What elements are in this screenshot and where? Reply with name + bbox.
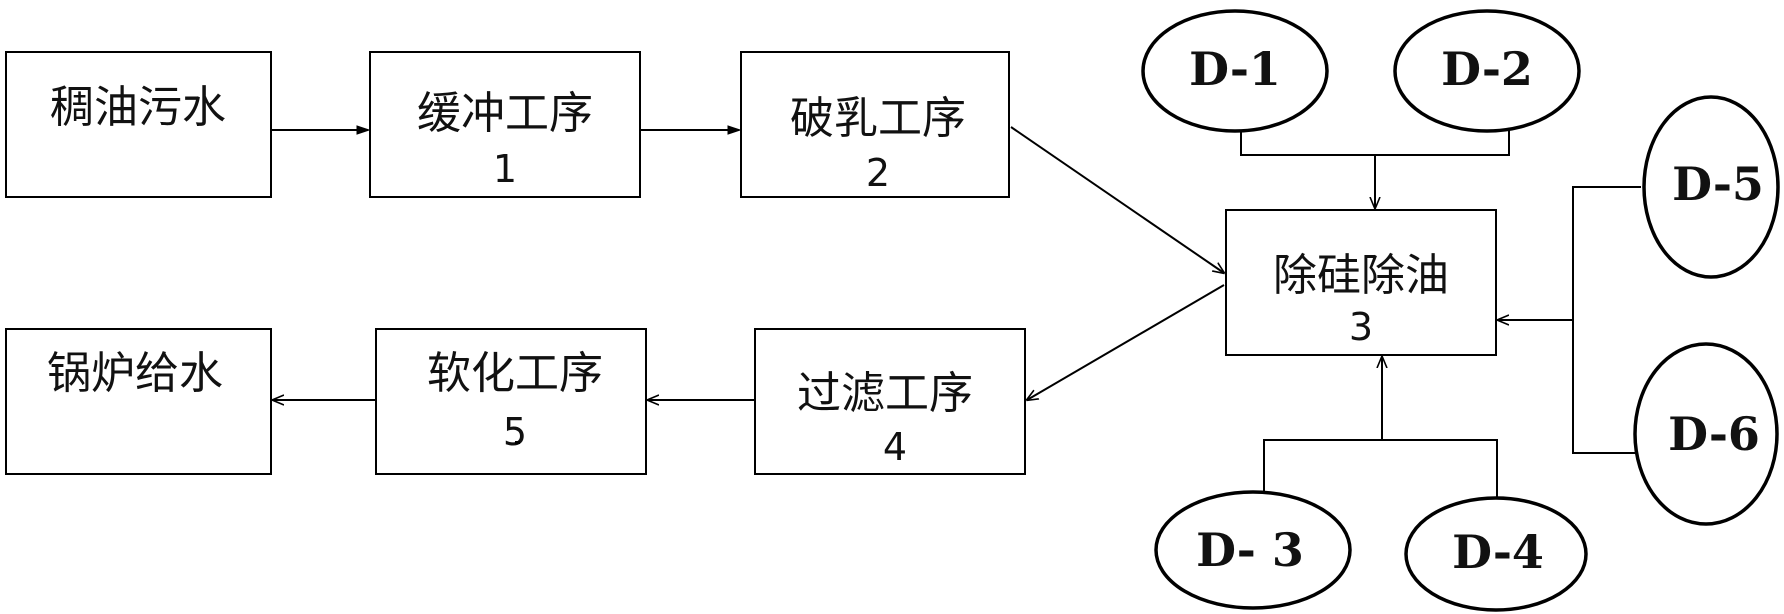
box-buffer: 缓冲工序 1 bbox=[369, 51, 641, 198]
box-desilica-label: 除硅除油 bbox=[1273, 250, 1449, 301]
arrow-demulsify-to-desilica bbox=[1010, 126, 1224, 273]
arrow-desilica-to-filter bbox=[1027, 284, 1225, 400]
bracket-d1-d2 bbox=[1240, 130, 1510, 156]
bracket-d5-d6 bbox=[1572, 186, 1641, 454]
box-source: 稠油污水 bbox=[5, 51, 272, 198]
agent-d4-label: D-4 bbox=[1452, 525, 1544, 579]
box-filter-label: 过滤工序 bbox=[797, 368, 973, 419]
agent-d3-label: D- 3 bbox=[1196, 523, 1304, 577]
agent-d5: D-5 bbox=[1642, 95, 1780, 279]
box-demulsify: 破乳工序 2 bbox=[740, 51, 1010, 198]
agent-d3: D- 3 bbox=[1154, 490, 1352, 610]
box-source-label: 稠油污水 bbox=[50, 82, 226, 133]
agent-d6: D-6 bbox=[1633, 342, 1779, 526]
speck-mark bbox=[515, 441, 520, 444]
box-buffer-number: 1 bbox=[493, 147, 517, 191]
box-soften-label: 软化工序 bbox=[427, 348, 603, 399]
box-output-label: 锅炉给水 bbox=[47, 348, 223, 399]
box-desilica: 除硅除油 3 bbox=[1225, 209, 1497, 356]
box-soften-number: 5 bbox=[503, 410, 527, 454]
bracket-d3-d4 bbox=[1263, 439, 1498, 498]
box-demulsify-number: 2 bbox=[866, 151, 890, 195]
box-output: 锅炉给水 bbox=[5, 328, 272, 475]
agent-d4: D-4 bbox=[1404, 496, 1588, 612]
box-demulsify-label: 破乳工序 bbox=[790, 93, 966, 144]
agent-d1: D-1 bbox=[1141, 9, 1329, 133]
agent-d1-label: D-1 bbox=[1189, 42, 1281, 96]
agent-d6-label: D-6 bbox=[1668, 407, 1760, 461]
box-desilica-number: 3 bbox=[1349, 305, 1373, 349]
box-filter-number: 4 bbox=[883, 425, 907, 469]
box-buffer-label: 缓冲工序 bbox=[417, 88, 593, 139]
agent-d2-label: D-2 bbox=[1441, 42, 1533, 96]
box-filter: 过滤工序 4 bbox=[754, 328, 1026, 475]
box-soften: 软化工序 5 bbox=[375, 328, 647, 475]
agent-d5-label: D-5 bbox=[1672, 157, 1764, 211]
agent-d2: D-2 bbox=[1393, 9, 1581, 133]
